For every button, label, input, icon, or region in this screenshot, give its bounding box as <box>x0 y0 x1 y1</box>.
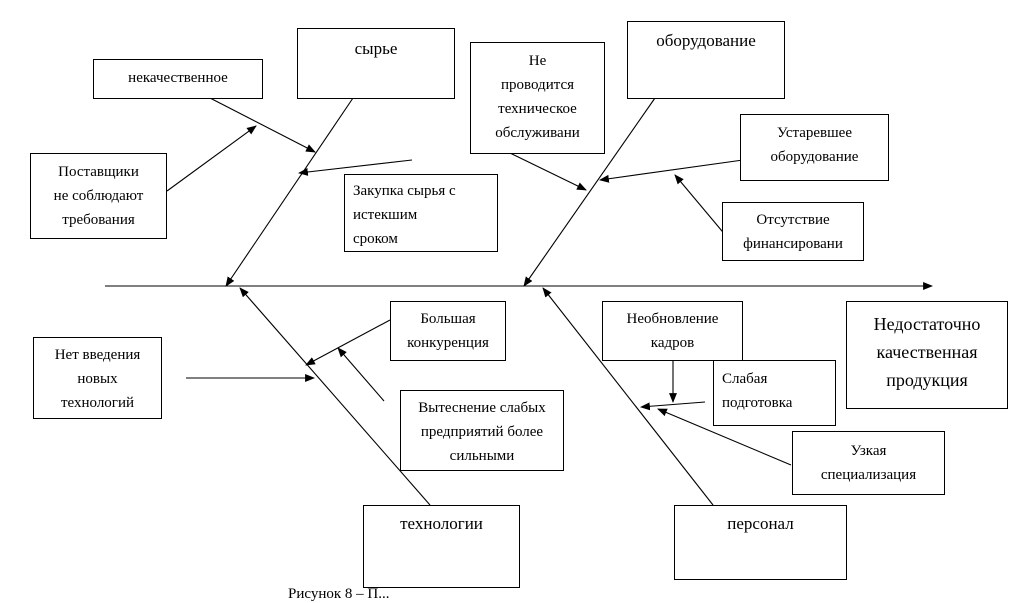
cause-text: Узкая <box>850 443 887 459</box>
arrow-competition <box>305 319 391 366</box>
bone-equipment <box>523 97 656 287</box>
arrow-outdated <box>599 159 744 183</box>
effect-line: качественная <box>876 342 978 362</box>
cause-text: Отсутствие <box>756 212 830 228</box>
bone-technology <box>239 287 431 506</box>
cause-text: подготовка <box>722 395 793 411</box>
cause-expired: Закупка сырья с истекшим сроком <box>344 174 498 252</box>
cause-outdated: Устаревшее оборудование <box>740 114 889 181</box>
category-technology: технологии <box>363 505 520 588</box>
arrow-no-funding <box>674 174 728 238</box>
effect-box: Недостаточно качественная продукция <box>846 301 1008 409</box>
arrow-weak-training <box>640 401 706 411</box>
arrow-displacement <box>337 347 385 402</box>
bone-raw-materials <box>225 97 354 287</box>
cause-no-funding: Отсутствие финансировани <box>722 202 864 261</box>
category-equipment: оборудование <box>627 21 785 99</box>
cause-text: сильными <box>449 448 515 464</box>
cause-no-new-tech: Нет введения новых технологий <box>33 337 162 419</box>
cause-text: техническое <box>498 101 577 117</box>
cause-text: конкуренция <box>407 335 489 351</box>
arrow-suppliers <box>166 125 257 192</box>
effect-line: Недостаточно <box>873 314 981 334</box>
cause-text: Необновление <box>626 311 719 327</box>
category-label: сырье <box>354 39 398 58</box>
cause-no-renewal: Необновление кадров <box>602 301 743 361</box>
cause-low-quality: некачественное <box>93 59 263 99</box>
arrow-expired <box>298 159 413 176</box>
cause-displacement: Вытеснение слабых предприятий более силь… <box>400 390 564 471</box>
category-raw-materials: сырье <box>297 28 455 99</box>
category-label: технологии <box>400 514 483 533</box>
category-label: оборудование <box>656 31 756 50</box>
cause-text: требования <box>62 212 135 228</box>
cause-text: специализация <box>820 467 917 483</box>
cause-text: оборудование <box>770 149 859 165</box>
effect-line: продукция <box>886 370 968 390</box>
arrow-low-quality <box>209 97 316 153</box>
cause-text: некачественное <box>128 70 228 86</box>
cause-text: Слабая <box>722 371 768 387</box>
cause-text: предприятий более <box>420 424 544 440</box>
cause-text: не соблюдают <box>53 188 144 204</box>
arrow-narrow-spec <box>657 408 792 466</box>
category-personnel: персонал <box>674 505 847 580</box>
cause-text: кадров <box>650 335 695 351</box>
cause-narrow-spec: Узкая специализация <box>792 431 945 495</box>
bone-personnel <box>542 287 714 506</box>
cause-text: Поставщики <box>58 164 139 180</box>
cause-text: Большая <box>420 311 476 327</box>
cause-text: Закупка сырья с <box>353 183 456 199</box>
category-label: персонал <box>727 514 794 533</box>
cause-text: проводится <box>500 77 575 93</box>
cause-text: новых <box>77 371 118 387</box>
cause-text: финансировани <box>743 236 843 252</box>
cause-text: истекшим <box>353 207 418 223</box>
cause-suppliers: Поставщики не соблюдают требования <box>30 153 167 239</box>
cause-text: обслуживани <box>495 125 580 141</box>
cause-text: Устаревшее <box>777 125 852 141</box>
cause-text: Вытеснение слабых <box>418 400 546 416</box>
arrow-no-maintenance <box>509 152 587 191</box>
cause-competition: Большая конкуренция <box>390 301 506 361</box>
cause-text: технологий <box>60 395 135 411</box>
cause-text: Нет введения <box>54 347 141 363</box>
cause-text: сроком <box>353 231 398 247</box>
cause-text: Не <box>528 53 547 69</box>
cause-weak-training: Слабая подготовка <box>713 360 836 426</box>
cause-no-maintenance: Не проводится техническое обслуживани <box>470 42 605 154</box>
